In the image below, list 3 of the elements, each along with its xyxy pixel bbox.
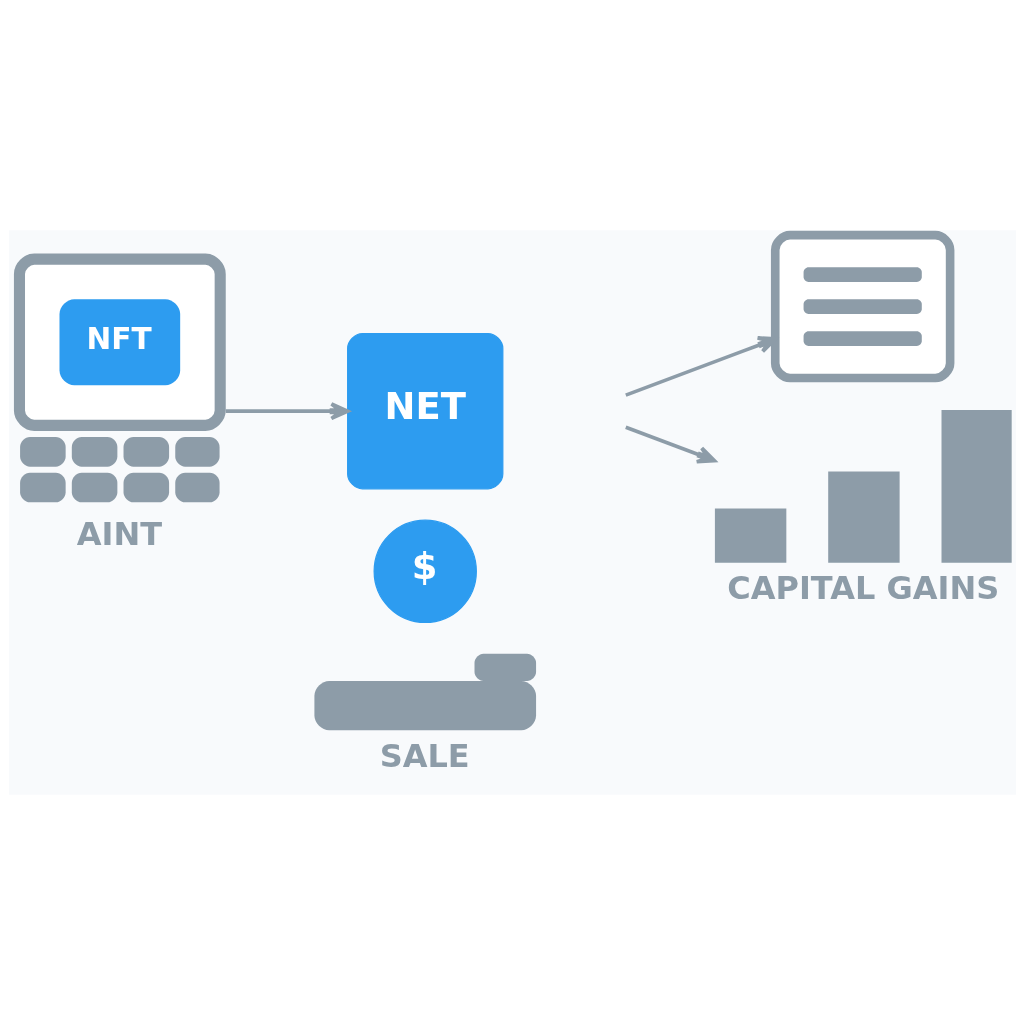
node-label: SALE [379,736,470,775]
node-label: CAPITAL GAINS [726,568,999,607]
node-label: AINT [76,514,162,553]
